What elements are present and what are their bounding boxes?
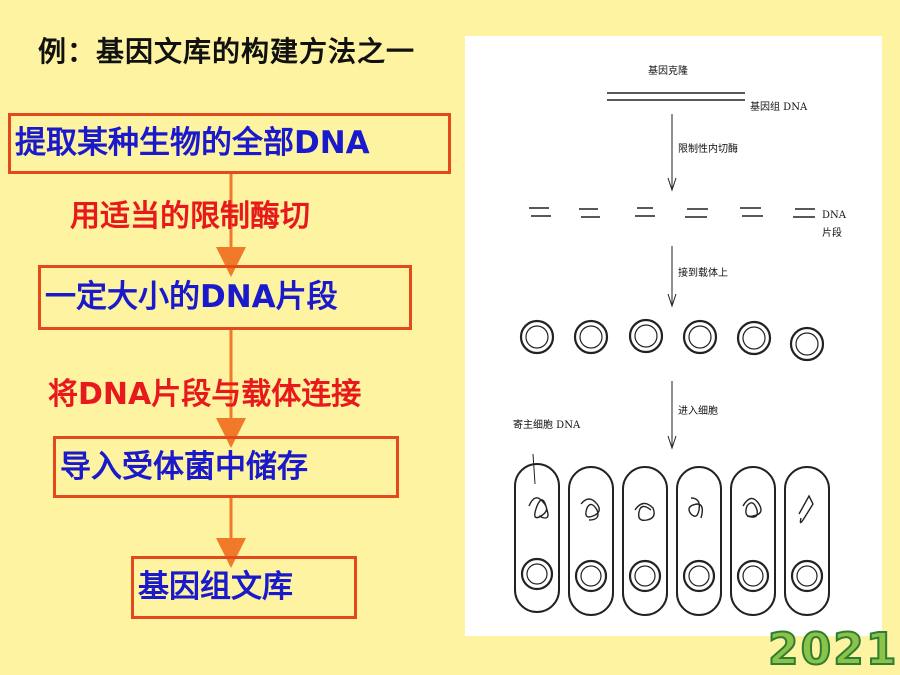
fig-label-genomic-dna: 基因组 DNA <box>750 102 808 113</box>
label-ligate-vector: 将DNA片段与载体连接 <box>48 377 362 412</box>
host-cell-3 <box>622 466 668 616</box>
dna-fragments <box>529 207 815 218</box>
host-cells <box>514 453 830 616</box>
page-title: 例：基因文库的构建方法之一 <box>38 35 416 68</box>
year-logo: 2021 <box>767 624 899 675</box>
step-extract-dna: 提取某种生物的全部DNA <box>8 113 451 174</box>
fig-label-restriction-enzyme: 限制性内切酶 <box>678 144 738 155</box>
step-dna-fragments: 一定大小的DNA片段 <box>38 265 412 330</box>
step-genomic-library: 基因组文库 <box>131 556 357 619</box>
fig-label-enter-cell: 进入细胞 <box>678 406 718 417</box>
host-cell-4 <box>676 466 722 616</box>
flow-arrows <box>216 174 246 568</box>
host-cell-1 <box>514 453 560 613</box>
figure-drawing <box>514 92 830 616</box>
host-cell-6 <box>784 466 830 616</box>
fig-label-ligate-vector: 接到载体上 <box>678 268 728 279</box>
library-construction-figure: 基因克隆 基因组 DNA 限制性内切酶 DNA 片段 接到载体上 进入细胞 寄主… <box>465 36 882 636</box>
fig-label-host-dna: 寄主细胞 DNA <box>513 420 581 431</box>
fig-label-fragment: 片段 <box>822 228 842 239</box>
step-transform-host: 导入受体菌中储存 <box>53 436 399 498</box>
label-restriction-cut: 用适当的限制酶切 <box>70 199 310 234</box>
host-cell-2 <box>568 466 614 616</box>
plasmid-row <box>519 318 825 362</box>
fig-label-gene-clone: 基因克隆 <box>648 66 688 77</box>
fig-label-dna: DNA <box>822 210 846 221</box>
host-cell-5 <box>730 466 776 616</box>
